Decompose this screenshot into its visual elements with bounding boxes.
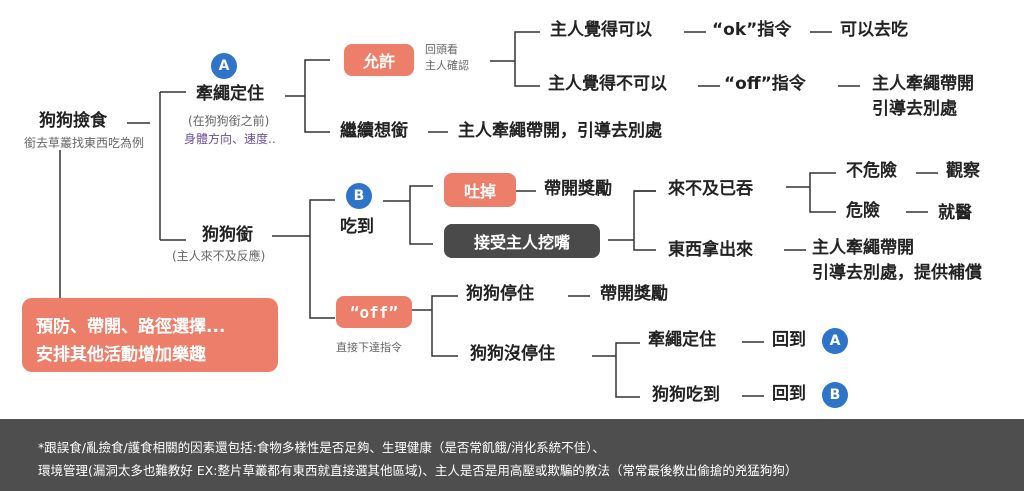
- footer-note: *跟誤食/亂撿食/護食相關的因素還包括:食物多樣性是否足夠、生理健康（是否常飢餓…: [0, 419, 1024, 491]
- prevention-line1: 預防、帶開、路徑選擇...: [36, 317, 226, 337]
- allow-pill: 允許: [344, 44, 414, 76]
- dog-ate-label: 狗狗吃到: [652, 385, 720, 405]
- back-to-b-label: 回到: [772, 384, 806, 404]
- continue-result: 主人牽繩帶開，引導去別處: [458, 121, 662, 141]
- prevention-line2: 安排其他活動增加樂趣: [36, 345, 206, 365]
- allow-note1: 回頭看: [425, 43, 458, 56]
- back-to-a-label: 回到: [772, 330, 806, 350]
- taken-result2: 引導去別處，提供補償: [812, 263, 982, 283]
- off-result2: 引導去別處: [872, 99, 957, 119]
- badge-a-return: A: [822, 328, 848, 354]
- leash-hold-again-label: 牽繩定住: [648, 330, 716, 350]
- too-late-label: 來不及已吞: [668, 179, 753, 199]
- dog-stopped-result: 帶開獎勵: [600, 284, 668, 304]
- dog-not-stopped-label: 狗狗沒停住: [470, 344, 555, 364]
- ok-result: 可以去吃: [840, 20, 908, 40]
- ate-label: 吃到: [340, 217, 374, 237]
- prevention-box: 預防、帶開、路徑選擇... 安排其他活動增加樂趣: [22, 298, 278, 372]
- dog-grab-title: 狗狗銜: [202, 225, 253, 245]
- dog-stopped-label: 狗狗停住: [466, 284, 534, 304]
- leash-hold-title: 牽繩定住: [196, 84, 264, 104]
- off-condition: 主人覺得不可以: [548, 74, 667, 94]
- continue-label: 繼續想銜: [340, 121, 408, 141]
- off-result1: 主人牽繩帶開: [872, 74, 974, 94]
- dangerous-label: 危險: [846, 201, 880, 221]
- dog-grab-note: (主人來不及反應): [172, 249, 266, 263]
- leash-hold-note2: 身體方向、速度..: [184, 132, 276, 146]
- ok-condition: 主人覺得可以: [550, 20, 652, 40]
- off-command-pill: “off”: [336, 296, 412, 328]
- footer-line1: *跟誤食/亂撿食/護食相關的因素還包括:食物多樣性是否足夠、生理健康（是否常飢餓…: [38, 440, 605, 455]
- not-dangerous-label: 不危險: [846, 161, 897, 181]
- badge-a: A: [211, 53, 237, 79]
- root-title: 狗狗撿食: [39, 111, 107, 131]
- off-note: 直接下達指令: [336, 341, 402, 354]
- root-subtitle: 銜去草叢找東西吃為例: [24, 136, 145, 150]
- spit-pill: 吐掉: [444, 173, 516, 207]
- allow-note2: 主人確認: [425, 59, 469, 72]
- accept-mouth-pill: 接受主人挖嘴: [444, 224, 600, 258]
- spit-result: 帶開獎勵: [544, 179, 612, 199]
- badge-b: B: [346, 183, 372, 209]
- leash-hold-note1: (在狗狗銜之前): [188, 114, 270, 128]
- badge-b-return: B: [822, 382, 848, 408]
- taken-out-label: 東西拿出來: [668, 240, 753, 260]
- off-command: “off”指令: [724, 74, 806, 94]
- taken-result1: 主人牽繩帶開: [812, 238, 914, 258]
- observe-label: 觀察: [946, 161, 980, 181]
- vet-label: 就醫: [938, 203, 972, 223]
- ok-command: “ok”指令: [712, 20, 792, 40]
- footer-line2: 環境管理(漏洞太多也難教好 EX:整片草叢都有東西就直接選其他區域)、主人是否是…: [38, 463, 798, 478]
